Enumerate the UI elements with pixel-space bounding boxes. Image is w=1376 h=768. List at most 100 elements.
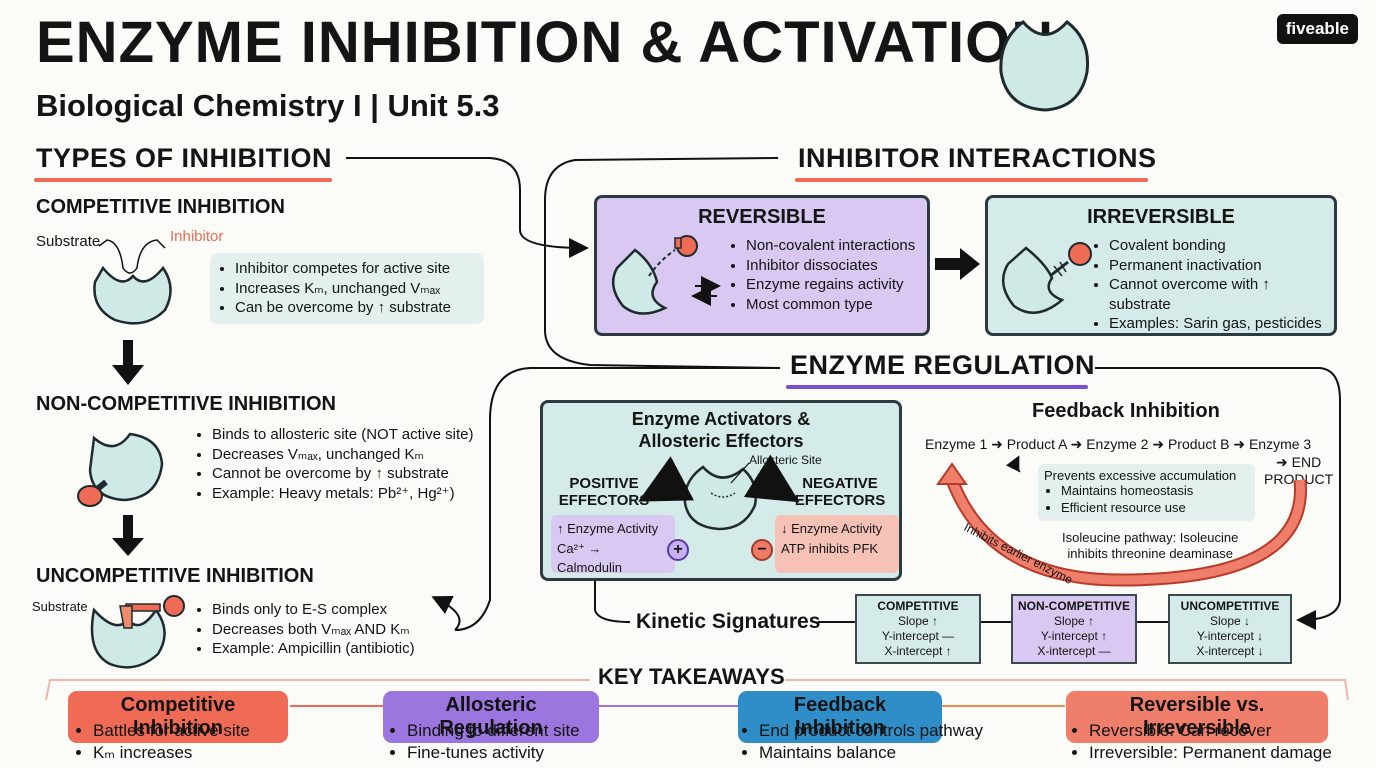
positive-effectors-title: POSITIVE EFFECTORS (553, 475, 655, 510)
feedback-end-product: ➜ END PRODUCT (1264, 454, 1333, 488)
irreversible-bullet: Cannot overcome with ↑ substrate (1109, 275, 1332, 314)
kinetic-box-title: COMPETITIVE (877, 599, 959, 613)
uncompetitive-bullet: Binds only to E-S complex (212, 600, 455, 620)
connector-interactions (544, 157, 781, 369)
regulation-heading: ENZYME REGULATION (790, 350, 1095, 380)
feedback-example-line: Isoleucine pathway: Isoleucine (1062, 530, 1239, 545)
takeaway-bullets-competitive: Battles for active site Kₘ increases (76, 720, 250, 764)
kinetic-line: Y-intercept ↓ (1196, 629, 1264, 643)
feedback-arrow-icon (936, 455, 1307, 587)
takeaway-bullets-feedback: End product controls pathway Maintains b… (742, 720, 983, 764)
activators-title-line: Allosteric Effectors (638, 430, 804, 451)
takeaway-bullet: Reversible: Can recover (1089, 720, 1332, 742)
takeaway-bullets-allosteric: Binding to different site Fine-tunes act… (390, 720, 580, 764)
activators-title-line: Enzyme Activators & (631, 409, 811, 429)
kinetic-line: Slope ↓ (1209, 614, 1251, 628)
reversible-bullet: Enzyme regains activity (746, 275, 924, 295)
irreversible-bullet: Examples: Sarin gas, pesticides (1109, 314, 1332, 334)
irreversible-bullet: Covalent bonding (1109, 236, 1332, 256)
feedback-info-header: Prevents excessive accumulation (1044, 468, 1237, 483)
uncompetitive-bullets: Binds only to E-S complex Decreases both… (195, 600, 455, 659)
takeaway-bullet: Maintains balance (759, 742, 983, 764)
plus-icon: + (667, 539, 689, 561)
connector-uncompetitive-arrow (431, 596, 461, 631)
takeaway-pill-feedback: Feedback Inhibition (738, 691, 942, 743)
feedback-bullet: Efficient resource use (1061, 500, 1249, 517)
feedback-title: Feedback Inhibition (1032, 400, 1220, 422)
noncompetitive-bullet: Binds to allosteric site (NOT active sit… (212, 425, 495, 445)
feedback-bullet: Maintains homeostasis (1061, 483, 1249, 500)
reversible-bullet: Non-covalent interactions (746, 236, 924, 256)
negative-effectors-title: NEGATIVE EFFECTORS (789, 475, 891, 510)
noncompetitive-enzyme-icon (77, 432, 164, 507)
reversible-bullet: Most common type (746, 295, 924, 315)
takeaways-heading: KEY TAKEAWAYS (598, 664, 785, 689)
negative-title-line: NEGATIVE (802, 475, 878, 492)
kinetic-line: X-intercept ↑ (884, 644, 952, 658)
allosteric-enzyme-icon (638, 454, 800, 531)
noncompetitive-bullets: Binds to allosteric site (NOT active sit… (195, 425, 495, 503)
types-heading: TYPES OF INHIBITION (36, 143, 333, 173)
positive-example-text: Ca²⁺ → Calmodulin (557, 540, 623, 576)
irreversible-enzyme-icon (1001, 242, 1092, 314)
kinetic-box-title: NON-COMPETITIVE (1017, 599, 1130, 613)
kinetic-box-noncompetitive: NON-COMPETITIVE Slope ↑ Y-intercept ↑ X-… (1011, 594, 1137, 664)
kinetic-box-competitive: COMPETITIVE Slope ↑ Y-intercept — X-inte… (855, 594, 981, 664)
kinetic-label: Kinetic Signatures (636, 610, 821, 633)
takeaway-bullet: Battles for active site (93, 720, 250, 742)
connector-regulation-left (454, 367, 780, 631)
takeaway-pill-allosteric: Allosteric Regulation (383, 691, 599, 743)
interactions-heading: INHIBITOR INTERACTIONS (798, 143, 1157, 173)
competitive-inhibitor-label: Inhibitor (170, 228, 224, 245)
negative-example-text: ATP inhibits PFK (781, 540, 879, 556)
takeaway-bullet: Irreversible: Permanent damage (1089, 742, 1332, 764)
negative-effectors-box: ↓ Enzyme Activity ATP inhibits PFK (775, 515, 899, 573)
interactions-underline (795, 178, 1148, 182)
positive-effect-text: ↑ Enzyme Activity (557, 521, 659, 536)
negative-effect-text: ↓ Enzyme Activity (781, 521, 883, 536)
regulation-underline (786, 385, 1088, 389)
competitive-bullet: Inhibitor competes for active site (235, 259, 476, 279)
connector-types-to-reversible (346, 157, 589, 258)
end-product-line: PRODUCT (1264, 470, 1334, 487)
takeaway-bullet: End product controls pathway (759, 720, 983, 742)
competitive-enzyme-icon (93, 239, 172, 325)
competitive-substrate-label: Substrate (36, 233, 101, 250)
kinetic-line: Slope ↑ (1053, 614, 1095, 628)
kinetic-line: X-intercept ↓ (1196, 644, 1264, 658)
reversible-title: REVERSIBLE (698, 206, 826, 228)
kinetic-line: Slope ↑ (897, 614, 939, 628)
irreversible-bullets: Covalent bonding Permanent inactivation … (1092, 236, 1332, 334)
feedback-example-line: inhibits threonine deaminase (1067, 545, 1233, 561)
takeaway-pill-competitive: Competitive Inhibition (68, 691, 288, 743)
down-arrow-2 (112, 515, 144, 556)
activators-title: Enzyme Activators & Allosteric Effectors (543, 409, 899, 452)
takeaway-bullets-reversible: Reversible: Can recover Irreversible: Pe… (1072, 720, 1332, 764)
kinetic-line: Y-intercept ↑ (1040, 629, 1108, 643)
down-arrow-1 (112, 340, 144, 385)
takeaway-bullet: Binding to different site (407, 720, 580, 742)
uncompetitive-title: UNCOMPETITIVE INHIBITION (36, 565, 314, 587)
competitive-bullets-box: Inhibitor competes for active site Incre… (210, 253, 484, 324)
page-title: ENZYME INHIBITION & ACTIVATION (36, 10, 1055, 75)
competitive-bullet: Can be overcome by ↑ substrate (235, 298, 476, 318)
feedback-info-box: Prevents excessive accumulation Maintain… (1038, 464, 1255, 521)
kinetic-line: X-intercept — (1037, 644, 1111, 658)
kinetic-box-title: UNCOMPETITIVE (1180, 599, 1280, 613)
competitive-bullet: Increases Kₘ, unchanged Vₘₐₓ (235, 279, 476, 299)
takeaway-bullet: Fine-tunes activity (407, 742, 580, 764)
negative-title-line: EFFECTORS (794, 492, 886, 510)
uncompetitive-bullet: Example: Ampicillin (antibiotic) (212, 639, 455, 659)
kinetic-box-uncompetitive: UNCOMPETITIVE Slope ↓ Y-intercept ↓ X-in… (1168, 594, 1292, 664)
takeaway-bullet: Kₘ increases (93, 742, 250, 764)
page-subtitle: Biological Chemistry I | Unit 5.3 (36, 88, 500, 123)
reversible-bullets: Non-covalent interactions Inhibitor diss… (729, 236, 924, 314)
irreversible-bullet: Permanent inactivation (1109, 256, 1332, 276)
competitive-title: COMPETITIVE INHIBITION (36, 196, 285, 218)
takeaway-pill-reversible: Reversible vs. Irreversible (1066, 691, 1328, 743)
positive-title-line: EFFECTORS (558, 492, 650, 510)
irreversible-card: IRREVERSIBLE Covalent bonding Permanent … (985, 195, 1337, 336)
end-product-line: ➜ END (1276, 454, 1322, 470)
feedback-pathway: Enzyme 1 ➜ Product A ➜ Enzyme 2 ➜ Produc… (925, 436, 1312, 452)
